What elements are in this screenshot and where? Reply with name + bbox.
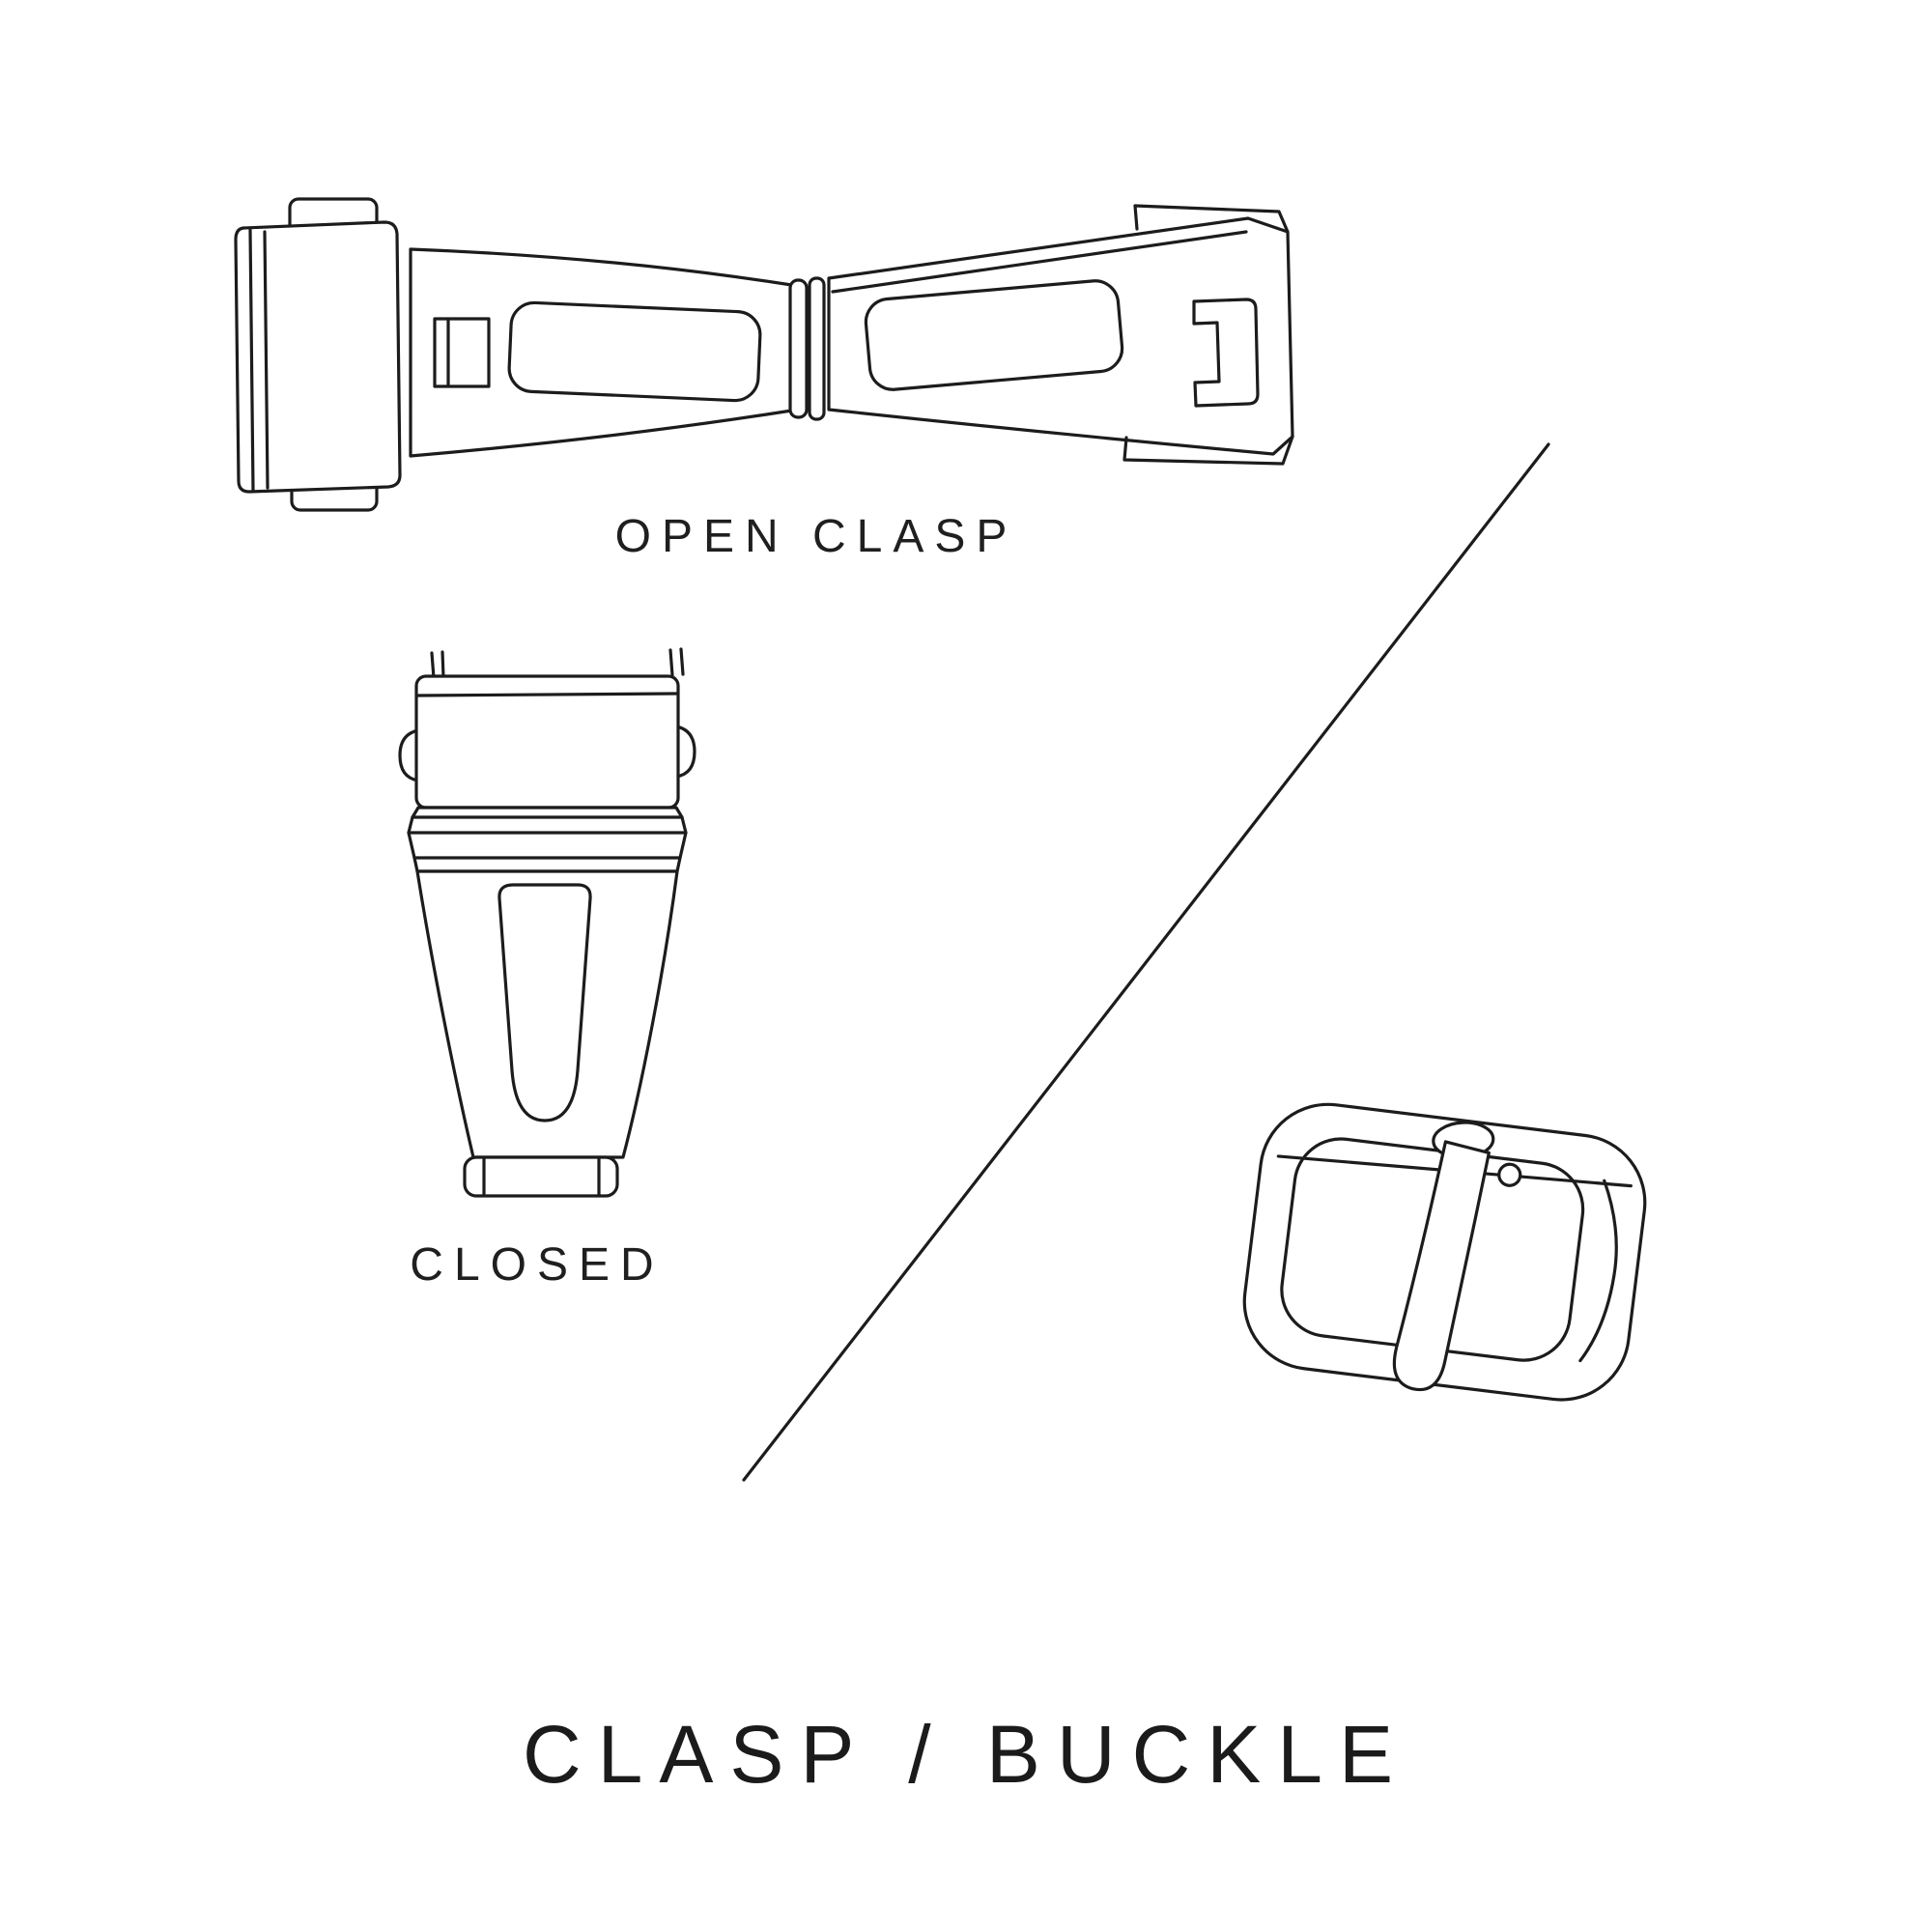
- closed-clasp-slot: [497, 883, 592, 1122]
- divider-line: [742, 442, 1550, 1482]
- closed-clasp-body: [415, 869, 679, 1159]
- open-clasp-top-lip: [1133, 204, 1290, 234]
- buckle-side-accent: [1578, 1179, 1618, 1363]
- open-clasp-label: OPEN CLASP: [614, 511, 1018, 562]
- open-clasp-left-window: [507, 300, 762, 403]
- closed-clasp-label: CLOSED: [410, 1239, 665, 1291]
- buckle-tongue: [1392, 1140, 1491, 1392]
- closed-clasp-foot: [463, 1155, 619, 1198]
- open-clasp-hinge: [788, 278, 809, 419]
- closed-clasp-prongs: [430, 647, 685, 680]
- buckle-coil: [1497, 1162, 1522, 1187]
- open-clasp-right-window: [864, 279, 1124, 391]
- open-clasp-illustration: [234, 197, 1294, 512]
- open-clasp-catch-notch: [433, 317, 491, 388]
- open-clasp-end-block: [234, 220, 402, 494]
- closed-clasp-left-ear: [398, 728, 420, 782]
- open-clasp-bottom-lip: [1122, 435, 1294, 466]
- closed-clasp-illustration: [398, 647, 696, 1198]
- buckle-illustration: [1242, 1102, 1647, 1402]
- closed-clasp-right-ear: [674, 724, 696, 779]
- page-title: CLASP / BUCKLE: [522, 1709, 1410, 1800]
- drawing-ink: [234, 197, 1647, 1482]
- open-clasp-bracket: [1192, 298, 1260, 408]
- open-clasp-right-arm: [827, 216, 1294, 456]
